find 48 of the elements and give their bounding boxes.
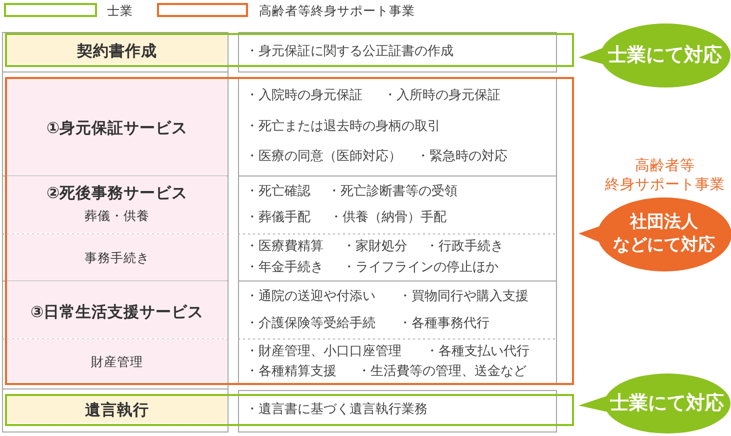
category-cell bbox=[7, 281, 227, 338]
bullet-item: ・緊急時の対応 bbox=[416, 148, 508, 165]
bullet-item: ・行政手続き bbox=[426, 238, 504, 255]
bubble-text: 士業にて対応 bbox=[608, 43, 722, 67]
bullet-item: ・死亡または退去時の身柄の取引 bbox=[246, 118, 440, 135]
category-title: ①身元保証サービス bbox=[46, 118, 188, 138]
bubble-text: 社団法人などにて対応 bbox=[612, 211, 716, 257]
bullet-item: ・介護保険等受給手続 bbox=[246, 315, 376, 332]
bullet-item: ・入所時の身元保証 bbox=[384, 87, 500, 104]
bullet-item: ・死亡確認 bbox=[246, 183, 310, 200]
category-title: ③日常生活支援サービス bbox=[30, 302, 204, 322]
legend-label: 士業 bbox=[107, 2, 133, 18]
legend-label: 高齢者等終身サポート事業 bbox=[259, 2, 415, 18]
outline-frame bbox=[5, 394, 574, 426]
category-title: 契約書作成 bbox=[77, 40, 157, 60]
bubble-caption: 高齢者等終身サポート事業 bbox=[604, 157, 726, 195]
category-cell bbox=[7, 339, 227, 382]
subcategory-label: 事務手続き bbox=[84, 250, 150, 266]
bullet-item: ・通院の送迎や付添い bbox=[246, 288, 376, 305]
bullet-item: ・葬儀手配 bbox=[246, 209, 310, 226]
category-cell bbox=[7, 35, 227, 64]
bullet-item: ・各種精算支援 bbox=[246, 363, 336, 380]
category-cell bbox=[7, 396, 227, 423]
subcategory-label: 葬儀・供養 bbox=[84, 208, 150, 224]
bullet-item: ・年金手続き bbox=[246, 259, 324, 276]
bullet-item: ・遺言書に基づく遺言執行業務 bbox=[246, 401, 428, 418]
bullet-item: ・入院時の身元保証 bbox=[246, 87, 362, 104]
bullet-item: ・財産管理、小口口座管理 bbox=[246, 343, 402, 360]
bullet-item: ・家財処分 bbox=[342, 238, 408, 255]
bullet-item: ・ライフラインの停止ほか bbox=[342, 259, 498, 276]
bullet-item: ・供養（納骨）手配 bbox=[330, 209, 446, 226]
category-cell bbox=[7, 234, 227, 280]
category-cell bbox=[7, 79, 227, 175]
outline-frame bbox=[5, 33, 574, 67]
bullet-item: ・死亡診断書等の受領 bbox=[328, 183, 458, 200]
bubble-text: 士業にて対応 bbox=[610, 391, 724, 415]
bullet-item: ・生活費等の管理、送金など bbox=[358, 363, 526, 380]
bullet-item: ・医療費精算 bbox=[246, 238, 324, 255]
category-cell bbox=[7, 176, 227, 233]
bullet-item: ・各種支払い代行 bbox=[426, 343, 530, 360]
category-title: 遺言執行 bbox=[85, 400, 149, 420]
bullet-item: ・医療の同意（医師対応） bbox=[246, 148, 402, 165]
bullet-item: ・各種事務代行 bbox=[398, 315, 490, 332]
bullet-item: ・身元保証に関する公正証書の作成 bbox=[246, 43, 454, 60]
bullet-item: ・買物同行や購入支援 bbox=[398, 288, 528, 305]
subcategory-label: 財産管理 bbox=[91, 354, 143, 370]
category-title: ②死後事務サービス bbox=[46, 182, 188, 202]
outline-frame bbox=[5, 77, 574, 385]
